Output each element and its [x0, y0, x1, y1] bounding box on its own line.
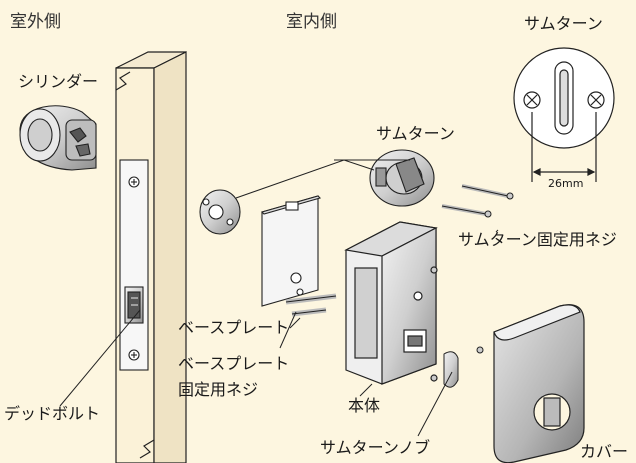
base-plate-screw-label-1: ベースプレート	[178, 354, 290, 373]
thumbturn-knob-part	[443, 346, 484, 388]
dimension-label: 26mm	[548, 177, 584, 190]
thumbturn-screw-label: サムターン固定用ネジ	[458, 230, 617, 249]
cover-part	[493, 304, 585, 463]
base-plate-label: ベースプレート	[178, 318, 290, 337]
faceplate	[119, 159, 149, 371]
base-plate-screw-label-2: 固定用ネジ	[178, 380, 259, 399]
outdoor-side-label: 室外側	[10, 12, 61, 32]
cylinder-label: シリンダー	[18, 72, 99, 91]
thumbturn-knob-label: サムターンノブ	[320, 438, 431, 457]
thumbturn-label: サムターン	[376, 124, 455, 143]
thumbturn-top-view	[513, 47, 615, 182]
deadbolt-label: デッドボルト	[4, 404, 101, 423]
rose-ring	[199, 189, 241, 235]
thumbturn-part	[369, 149, 435, 207]
body-label: 本体	[348, 396, 381, 415]
leader-lines	[59, 159, 499, 437]
indoor-side-label: 室内側	[286, 12, 337, 32]
lock-body-part	[344, 221, 438, 385]
thumbturn-top-label: サムターン	[524, 14, 603, 33]
cylinder-part	[19, 105, 97, 171]
base-plate-screws	[285, 293, 337, 317]
thumbturn-screws	[441, 184, 514, 218]
cover-label: カバー	[580, 442, 629, 461]
base-plate-part	[260, 195, 322, 307]
